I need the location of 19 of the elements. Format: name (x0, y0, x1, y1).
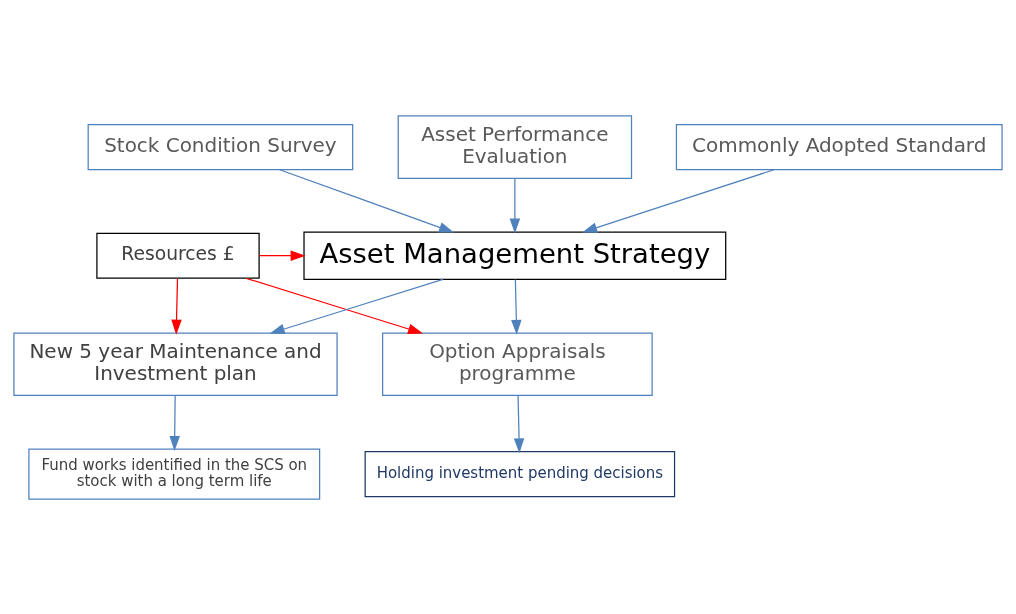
arrow (171, 277, 182, 335)
node-box: New 5 year Maintenance and Investment plan (13, 331, 338, 396)
node-box: Resources £ (96, 232, 260, 279)
node-box: Option Appraisals programme (382, 331, 653, 396)
arrow (279, 168, 454, 233)
arrow (245, 277, 424, 334)
node-box: Asset Management Strategy (303, 230, 727, 280)
node-box: Asset Performance Evaluation (397, 114, 633, 179)
node-box: Fund works identified in the SCS on stock with a long term life (28, 447, 321, 500)
arrow (258, 249, 306, 261)
arrow (513, 394, 525, 453)
arrow (511, 278, 522, 335)
arrow (509, 177, 521, 234)
arrow (269, 278, 444, 334)
node-box: Holding investment pending decisions (364, 450, 676, 497)
arrow (582, 168, 775, 233)
node-box: Stock Condition Survey (87, 123, 354, 170)
arrow (169, 394, 180, 451)
node-box: Commonly Adopted Standard (675, 123, 1003, 170)
